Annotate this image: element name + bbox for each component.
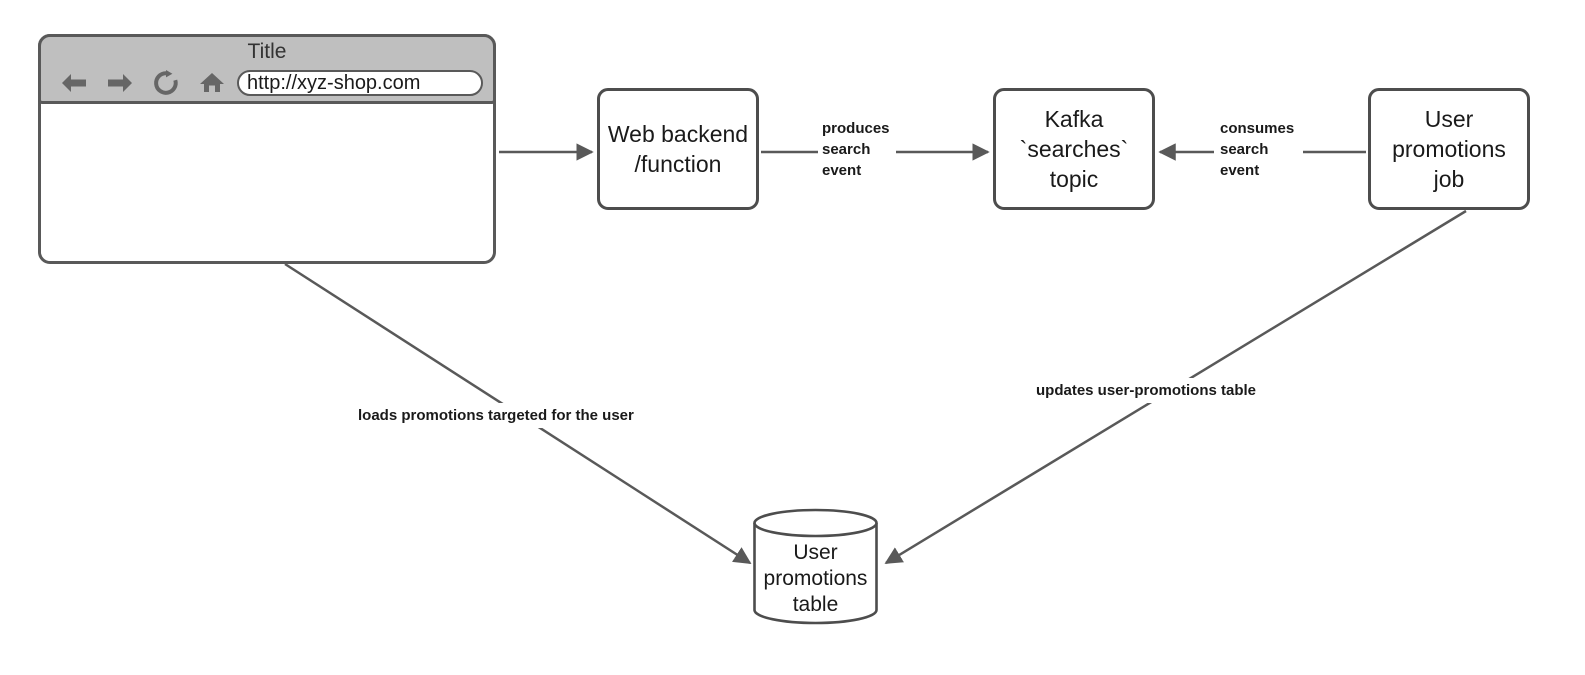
- home-icon[interactable]: [189, 67, 235, 99]
- browser-toolbar: http://xyz-shop.com: [51, 65, 485, 101]
- node-kafka-topic[interactable]: Kafka `searches` topic: [993, 88, 1155, 210]
- node-user-promotions-table[interactable]: User promotions table: [752, 508, 879, 625]
- node-user-promotions-table-label: User promotions table: [763, 541, 868, 616]
- node-user-promotions-job[interactable]: User promotions job: [1368, 88, 1530, 210]
- edge-label-updates-user-promotions-table: updates user-promotions table: [1032, 378, 1261, 403]
- edge-label-loads-promotions: loads promotions targeted for the user: [354, 403, 638, 428]
- node-web-backend[interactable]: Web backend /function: [597, 88, 759, 210]
- address-bar[interactable]: http://xyz-shop.com: [237, 70, 483, 96]
- edge-label-consumes-search-event: consumes search event: [1216, 118, 1299, 181]
- browser-chrome: Title: [38, 34, 496, 104]
- cylinder-shape: [753, 508, 878, 625]
- browser-viewport[interactable]: [41, 104, 493, 261]
- edge-label-produces-search-event: produces search event: [818, 118, 894, 181]
- arrow-left-icon[interactable]: [51, 67, 97, 99]
- browser-title: Title: [247, 40, 287, 63]
- reload-icon[interactable]: [143, 67, 189, 99]
- arrow-right-icon[interactable]: [97, 67, 143, 99]
- address-bar-value: http://xyz-shop.com: [247, 71, 421, 94]
- browser-window: Title: [38, 34, 496, 264]
